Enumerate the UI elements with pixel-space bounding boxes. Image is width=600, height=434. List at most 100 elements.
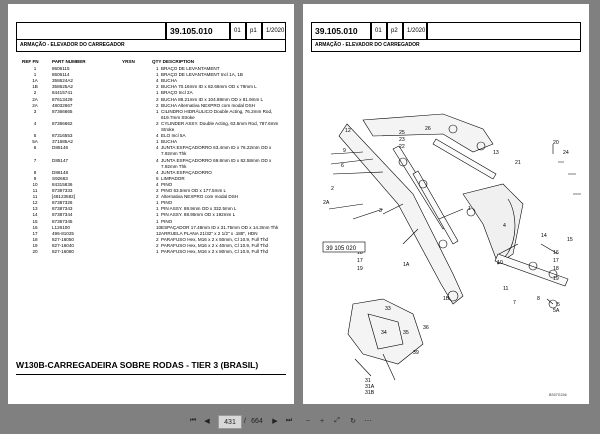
cell-pn: 371685A2: [52, 139, 73, 145]
svg-text:17: 17: [553, 258, 559, 264]
zoom-in-icon[interactable]: +: [319, 417, 325, 425]
cell-pn: 87366665: [52, 108, 73, 114]
svg-text:6: 6: [341, 163, 344, 169]
cell-desc: PIN ASSY. 88.95mm OD x 192mm L: [161, 212, 236, 218]
svg-text:36: 36: [423, 325, 429, 331]
cell-desc: BRAÇO Incl 2A: [161, 90, 193, 96]
corner-code: BS07G246: [549, 393, 567, 397]
rotate-icon[interactable]: ↻: [350, 418, 356, 425]
svg-text:7: 7: [513, 300, 516, 306]
cell-desc: PINO: [161, 181, 173, 187]
cell-desc: PINO: [161, 200, 173, 206]
cell-desc: BUCHA Alternativa NEXPRO com modal DSH: [161, 102, 255, 108]
cell-pn: [48123582]: [52, 194, 75, 200]
cell-qty: 4: [156, 169, 159, 175]
col-ref: REF FN: [22, 59, 39, 64]
cell-qty: 2: [156, 242, 159, 248]
cell-qty: 2: [156, 102, 159, 108]
cell-qty: 1: [156, 218, 159, 224]
last-page-icon[interactable]: ⏭: [285, 417, 293, 424]
cell-ref: 13: [32, 206, 38, 212]
svg-text:14: 14: [541, 233, 547, 239]
viewer-toolbar: ⏮ ◀ 431 / 664 ▶ ⏭ − + ⤢ ↻ ⋯: [0, 410, 600, 434]
cell-qty: 4: [156, 133, 159, 139]
right-header: 39.105.010 01 p2 1/2020: [311, 22, 581, 40]
revision-right: 01: [371, 22, 387, 40]
svg-text:22: 22: [399, 144, 405, 150]
cell-desc: ARRUELA PLANA 21/32" x 2 1/2" x .188", H…: [161, 230, 258, 236]
cell-desc: JUNTA ESPAÇADORRO 63.4mm ID x 76.22mm OD…: [161, 145, 272, 151]
page-total: 664: [251, 417, 263, 425]
svg-text:1B: 1B: [443, 296, 450, 302]
cell-ref: 16: [32, 224, 38, 230]
svg-text:18: 18: [553, 266, 559, 272]
svg-text:18: 18: [357, 250, 363, 256]
svg-text:31A: 31A: [365, 384, 375, 390]
cell-qty: 2: [156, 194, 159, 200]
cell-ref: 17: [32, 230, 38, 236]
zoom-out-icon[interactable]: −: [305, 417, 311, 425]
cell-qty: 1: [156, 90, 159, 96]
cell-qty: 2: [156, 84, 159, 90]
svg-text:19: 19: [357, 266, 363, 272]
cell-qty: 1: [156, 108, 159, 114]
cell-desc: PIN ASSY. 88.9mm OD x 332.5mm L: [161, 206, 237, 212]
diagram-ref-box: 39 105 020: [326, 246, 357, 252]
cell-desc: ELO Incl 5A: [161, 133, 186, 139]
cell-desc: BUCHA: [161, 139, 178, 145]
cell-desc: 7.92mm Thk: [161, 151, 187, 157]
fit-page-icon[interactable]: ⤢: [334, 417, 340, 424]
svg-text:5: 5: [557, 302, 560, 308]
next-page-icon[interactable]: ▶: [272, 418, 278, 425]
cell-desc: PINO 63.5mm OD x 177.5mm L: [161, 188, 227, 193]
cell-qty: 10: [156, 224, 162, 230]
first-page-icon[interactable]: ⏮: [189, 417, 197, 424]
cell-qty: 4: [156, 157, 159, 163]
svg-text:31B: 31B: [365, 390, 375, 396]
svg-text:15: 15: [567, 237, 573, 243]
cell-qty: 1: [156, 72, 159, 78]
cell-desc: BUCHA: [161, 78, 178, 84]
page-separator: /: [244, 417, 246, 425]
svg-text:8: 8: [537, 296, 540, 302]
section-title-right: ARMAÇÃO - ELEVADOR DO CARREGADOR: [311, 40, 581, 52]
cell-pn: 358624A2: [52, 78, 73, 84]
cell-ref: 11: [32, 194, 38, 200]
cell-desc: 619.7mm Stroke: [161, 114, 195, 120]
svg-text:20: 20: [553, 140, 559, 146]
cell-desc: LIMPADOR: [161, 175, 185, 181]
svg-text:24: 24: [563, 150, 569, 156]
title-divider: [16, 374, 286, 375]
page-number-input[interactable]: 431: [218, 415, 242, 429]
more-icon[interactable]: ⋯: [364, 418, 372, 425]
cell-ref: 10: [32, 181, 38, 187]
svg-text:1: 1: [468, 206, 471, 212]
svg-text:26: 26: [425, 126, 431, 132]
cell-pn: 87387345: [52, 218, 73, 224]
page-label: p1: [246, 22, 262, 40]
cell-ref: 20: [32, 249, 38, 254]
cell-ref: 1B: [32, 84, 38, 90]
svg-text:2A: 2A: [323, 200, 330, 206]
cell-pn: 84415741: [52, 90, 73, 96]
cell-pn: L126100: [52, 224, 70, 230]
svg-text:11: 11: [503, 286, 508, 292]
cell-ref: 12: [32, 200, 38, 206]
cell-ref: 7: [33, 157, 37, 163]
cell-qty: 4: [156, 78, 159, 84]
cell-ref: 9: [33, 175, 37, 181]
revision: 01: [230, 22, 246, 40]
cell-ref: 1: [33, 66, 37, 71]
cell-ref: 1A: [32, 78, 38, 84]
left-header: 39.105.010 01 p1 1/2020: [16, 22, 286, 40]
cell-ref: 4: [33, 120, 37, 126]
cell-qty: 1: [156, 212, 159, 218]
cell-pn: 496-81025: [52, 230, 74, 236]
cell-ref: 19: [32, 242, 38, 248]
cell-desc: BUCHA 89.21mm ID x 104.88mm OD x 81.9mm …: [161, 96, 264, 102]
svg-text:3: 3: [379, 208, 382, 214]
cell-qty: 1: [156, 249, 159, 254]
left-header-blank: [16, 22, 166, 40]
prev-page-icon[interactable]: ◀: [204, 418, 210, 425]
